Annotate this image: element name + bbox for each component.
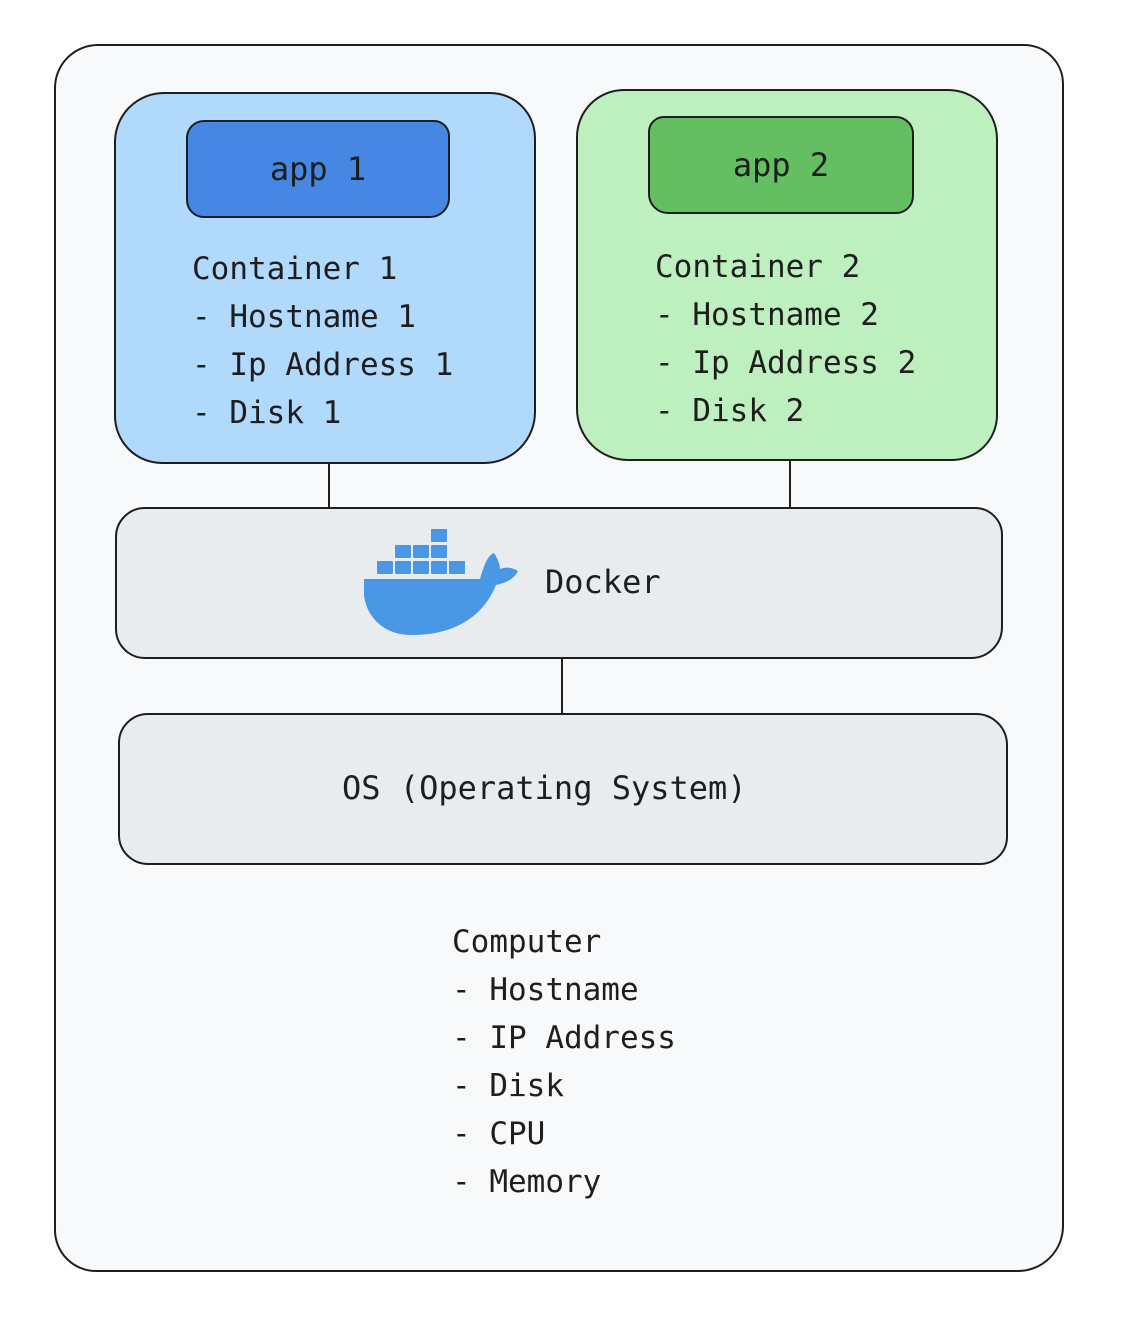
computer-spec-ip-address: - IP Address	[452, 1020, 676, 1056]
container-2-spec-disk: - Disk 2	[655, 393, 805, 429]
os-box	[118, 713, 1008, 865]
container-1-title: Container 1	[192, 251, 398, 287]
computer-spec-disk: - Disk	[452, 1068, 564, 1104]
container-2-spec-ip-address: - Ip Address 2	[655, 345, 917, 381]
docker-os-connector	[561, 658, 563, 714]
computer-spec-cpu: - CPU	[452, 1116, 546, 1152]
computer-spec-memory: - Memory	[452, 1164, 602, 1200]
app-1-label: app 1	[269, 150, 367, 188]
docker-label: Docker	[545, 563, 661, 601]
os-label: OS (Operating System)	[342, 769, 747, 807]
container-2-connector	[789, 460, 791, 509]
computer-spec-hostname: - Hostname	[452, 972, 639, 1008]
container-2-spec-list: Container 2 - Hostname 2 - Ip Address 2 …	[655, 243, 916, 435]
container-1-spec-disk: - Disk 1	[192, 395, 342, 431]
computer-title: Computer	[452, 924, 602, 960]
app-2-box: app 2	[648, 116, 914, 214]
computer-spec-list: Computer - Hostname - IP Address - Disk …	[452, 918, 676, 1206]
docker-whale-icon	[364, 529, 518, 635]
docker-box	[115, 507, 1003, 659]
container-1-connector	[328, 463, 330, 509]
container-2-spec-hostname: - Hostname 2	[655, 297, 879, 333]
app-1-box: app 1	[186, 120, 450, 218]
app-2-label: app 2	[732, 146, 830, 184]
container-2-title: Container 2	[655, 249, 861, 285]
container-1-spec-list: Container 1 - Hostname 1 - Ip Address 1 …	[192, 245, 453, 437]
container-1-spec-hostname: - Hostname 1	[192, 299, 416, 335]
container-1-spec-ip-address: - Ip Address 1	[192, 347, 454, 383]
